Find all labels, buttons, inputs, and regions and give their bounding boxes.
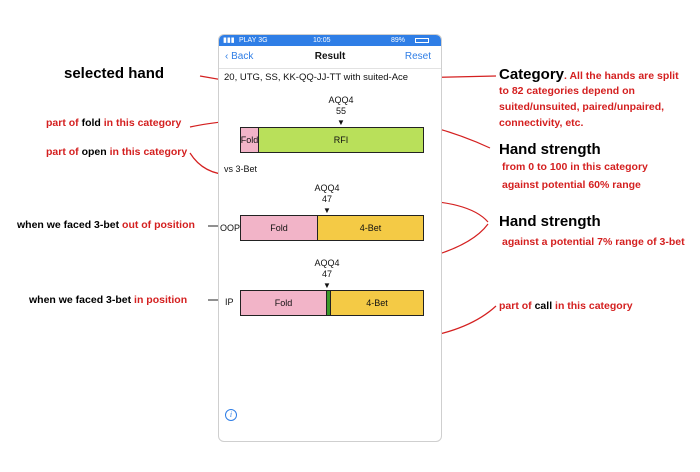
clock: 10:05: [313, 37, 331, 44]
page-title: Result: [314, 51, 346, 62]
category-desc-2: to 82 categories depend on: [499, 85, 635, 97]
hand-strength-1-desc-2: against potential 60% range: [502, 179, 641, 191]
rfi-fold-segment: Fold: [241, 128, 259, 152]
category-title: Category: [499, 66, 565, 83]
oop-annotation-prefix: when we faced 3-bet: [17, 219, 123, 231]
phone-screen: ▮▮▮ PLAY 3G 10:05 89% ‹ Back Result Rese…: [218, 34, 442, 442]
nav-bar: ‹ Back Result Reset: [219, 46, 441, 69]
hand-strength-1-desc-1: from 0 to 100 in this category: [502, 161, 648, 173]
oop-label: OOP: [220, 223, 241, 233]
carrier-label: PLAY 3G: [239, 37, 268, 44]
ip-label: IP: [225, 297, 234, 307]
ip-annotation-prefix: when we faced 3-bet: [29, 294, 135, 306]
vs-3bet-title: vs 3-Bet: [224, 164, 258, 174]
annotation-call-part: part of call in this category: [499, 300, 633, 312]
oop-pointer-icon: ▼: [323, 206, 331, 215]
ip-strength-value: 47: [321, 269, 332, 279]
ip-fold-segment: Fold: [241, 291, 326, 315]
oop-strength-value: 47: [321, 194, 332, 204]
rfi-strength-value: 55: [335, 106, 346, 116]
open-part-suffix: in this category: [106, 146, 188, 158]
ip-4bet-segment: 4-Bet: [331, 291, 423, 315]
back-button[interactable]: ‹ Back: [225, 51, 253, 62]
rfi-hand-label: AQQ4: [328, 95, 354, 105]
annotation-selected-hand: selected hand: [64, 65, 165, 82]
chevron-left-icon: ‹: [225, 51, 229, 62]
oop-annotation-keyword: out of position: [122, 219, 195, 231]
annotation-hand-strength-2: Hand strength: [499, 213, 601, 230]
open-part-prefix: part of: [46, 146, 82, 158]
category-desc-1: . All the hands are split: [564, 70, 679, 82]
call-part-prefix: part of: [499, 300, 535, 312]
oop-4bet-segment: 4-Bet: [318, 216, 423, 240]
ip-bar: Fold 4-Bet: [240, 290, 424, 316]
fold-part-prefix: part of: [46, 117, 82, 129]
reset-button[interactable]: Reset: [404, 51, 431, 62]
fold-part-suffix: in this category: [100, 117, 182, 129]
rfi-open-segment: RFI: [259, 128, 423, 152]
category-desc-4: connectivity, etc.: [499, 117, 584, 129]
category-desc-3: suited/unsuited, paired/unpaired,: [499, 101, 665, 113]
annotation-oop: when we faced 3-bet out of position: [17, 219, 195, 231]
annotation-open-part: part of open in this category: [46, 146, 187, 158]
annotation-category: Category. All the hands are split: [499, 66, 679, 83]
fold-part-keyword: fold: [81, 117, 101, 129]
battery-percent: 89%: [391, 37, 406, 44]
ip-hand-label: AQQ4: [314, 258, 340, 268]
status-bar: ▮▮▮ PLAY 3G 10:05 89%: [219, 35, 441, 46]
ip-call-segment: [326, 291, 331, 315]
oop-bar: Fold 4-Bet: [240, 215, 424, 241]
annotation-hand-strength-1: Hand strength: [499, 141, 601, 158]
call-part-suffix: in this category: [552, 300, 633, 312]
ip-pointer-icon: ▼: [323, 281, 331, 290]
signal-icon: ▮▮▮: [223, 37, 235, 44]
call-part-keyword: call: [534, 300, 553, 312]
rfi-bar: Fold RFI: [240, 127, 424, 153]
battery-icon: [415, 38, 429, 43]
back-label: Back: [231, 51, 254, 62]
ip-annotation-keyword: in position: [134, 294, 188, 306]
hand-category-line: 20, UTG, SS, KK-QQ-JJ-TT with suited-Ace: [224, 72, 409, 83]
oop-hand-label: AQQ4: [314, 183, 340, 193]
info-icon[interactable]: i: [225, 409, 237, 421]
open-part-keyword: open: [81, 146, 107, 158]
annotation-ip: when we faced 3-bet in position: [29, 294, 187, 306]
rfi-pointer-icon: ▼: [337, 118, 345, 127]
annotation-fold-part: part of fold in this category: [46, 117, 181, 129]
oop-fold-segment: Fold: [241, 216, 318, 240]
hand-strength-2-desc: against a potential 7% range of 3-bet: [502, 236, 685, 248]
